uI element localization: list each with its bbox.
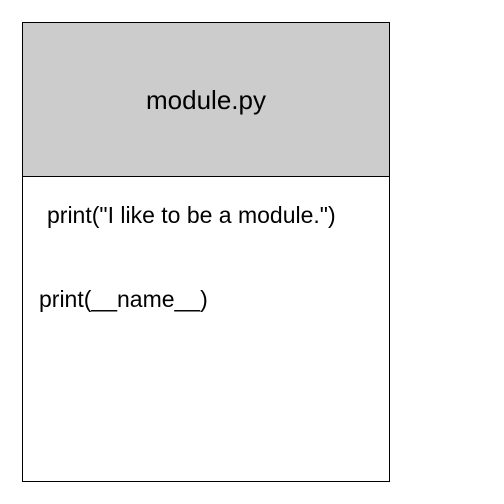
code-line-print-message: print("I like to be a module.") <box>47 202 336 228</box>
code-line-print-name: print(__name__) <box>39 286 208 312</box>
file-title: module.py <box>146 84 266 115</box>
file-header: module.py <box>23 23 389 177</box>
module-file-box: module.py print("I like to be a module."… <box>22 22 390 482</box>
